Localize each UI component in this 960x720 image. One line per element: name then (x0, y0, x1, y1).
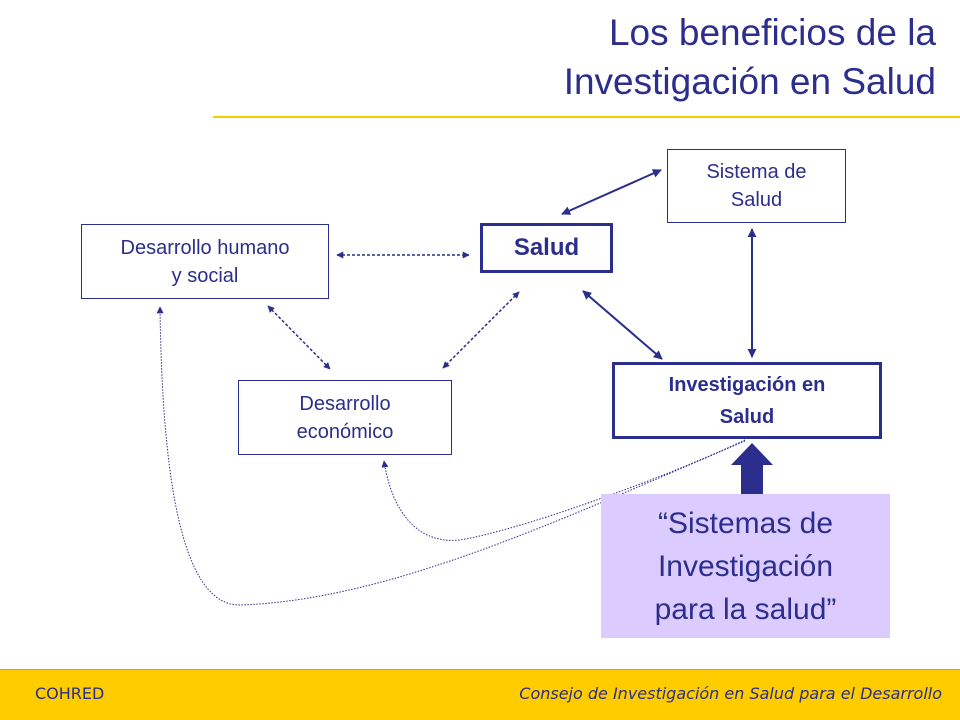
node-sistema-salud: Sistema de Salud (667, 149, 846, 223)
arrow-humano-economico (267, 305, 331, 370)
callout-line2: Investigación (657, 549, 834, 583)
title-line-1: Los beneficios de la (608, 12, 936, 53)
arrow-salud-economico (442, 291, 520, 369)
callout-sistemas-investigacion: “Sistemas de Investigación para la salud… (601, 494, 890, 638)
node-desarrollo-humano-line2: y social (171, 264, 239, 287)
node-desarrollo-humano: Desarrollo humano y social (81, 224, 329, 299)
footer-bar: COHRED Consejo de Investigación en Salud… (0, 669, 960, 720)
callout-line1: “Sistemas de (657, 506, 834, 540)
callout-line3: para la salud” (654, 592, 837, 626)
slide-title: Los beneficios de la Investigación en Sa… (236, 8, 936, 106)
node-desarrollo-humano-line1: Desarrollo humano (120, 236, 290, 259)
node-desarrollo-eco-line1: Desarrollo (299, 392, 391, 415)
node-salud-label: Salud (513, 234, 580, 261)
footer-org-acronym: COHRED (35, 684, 105, 703)
arrow-salud-investigacion (582, 290, 663, 360)
node-desarrollo-economico: Desarrollo económico (238, 380, 452, 455)
curve-investigacion-economico (381, 439, 746, 541)
node-sistema-line1: Sistema de (706, 161, 807, 183)
curve-investigacion-humano (156, 306, 746, 606)
node-investigacion-line1: Investigación en (668, 373, 826, 396)
up-arrow-icon (731, 443, 773, 494)
node-investigacion-salud: Investigación en Salud (612, 362, 882, 439)
node-desarrollo-eco-line2: económico (296, 420, 394, 443)
node-salud: Salud (480, 223, 613, 273)
arrow-salud-sistema (561, 169, 662, 215)
node-investigacion-line2: Salud (719, 405, 775, 428)
node-sistema-line2: Salud (730, 189, 783, 211)
title-line-2: Investigación en Salud (563, 61, 936, 102)
title-underline (213, 116, 960, 118)
footer-org-name: Consejo de Investigación en Salud para e… (519, 684, 942, 703)
